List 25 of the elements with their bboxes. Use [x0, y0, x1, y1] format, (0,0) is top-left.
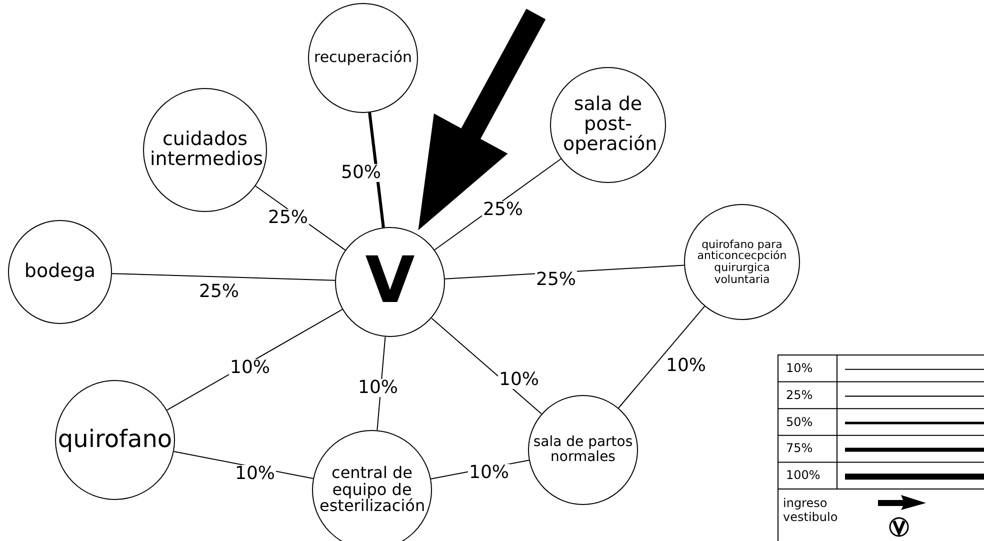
edge-label: 25%: [482, 201, 524, 219]
connector-line: [618, 306, 706, 408]
room-name: quirofano: [58, 427, 172, 453]
room-name: sala de partos normales: [533, 435, 633, 465]
edge-label: 10%: [229, 359, 271, 377]
legend-label: ingreso vestibulo: [783, 497, 839, 525]
room-name: bodega: [24, 262, 96, 282]
edge-label: 25%: [267, 209, 309, 227]
room-name: recuperación: [314, 50, 412, 66]
block-arrow: [418, 8, 546, 230]
room-name: central de equipo de esterilización: [320, 464, 424, 516]
edge-label: 10%: [498, 371, 540, 389]
connector-line: [430, 318, 542, 414]
room-name: quirofano para anticoncecpción quirurgica voluntaria: [696, 238, 788, 286]
vestibule-symbol: V: [365, 248, 415, 316]
legend-label: 50%: [786, 416, 813, 430]
edge-label: 10%: [357, 379, 399, 397]
legend-label: 25%: [786, 388, 813, 403]
connector-line: [111, 273, 336, 281]
room-name: cuidados intermedios: [150, 130, 260, 170]
edge-label: 50%: [340, 164, 382, 182]
legend-label: 100%: [786, 469, 820, 483]
room-name: sala de post-operación: [563, 95, 653, 155]
legend-label: 75%: [786, 442, 813, 456]
legend-label: 10%: [786, 362, 813, 376]
